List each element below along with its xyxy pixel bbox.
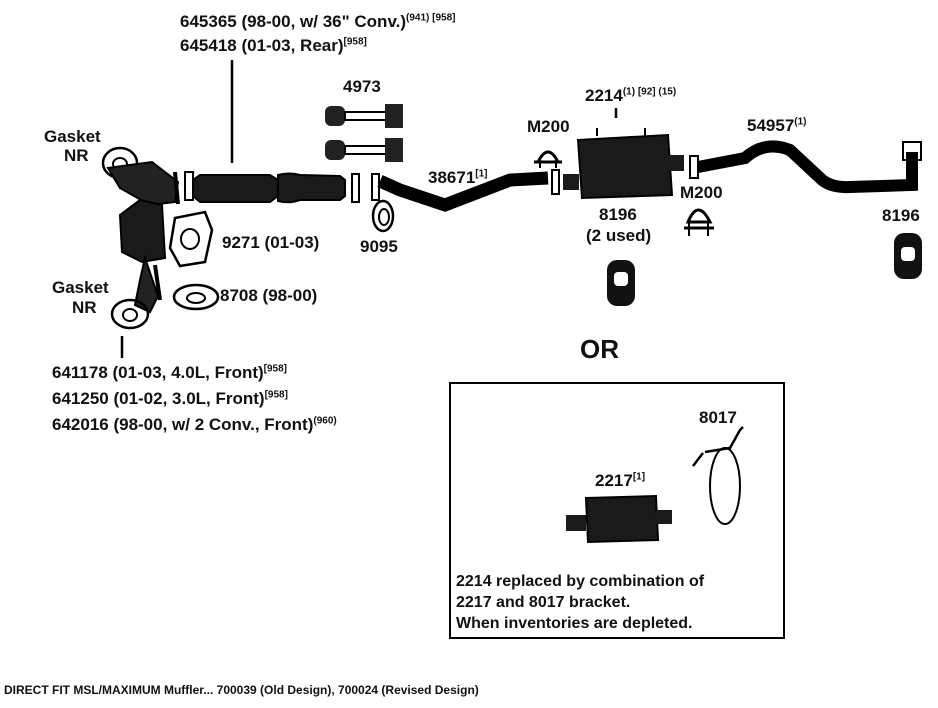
gasket-9095-part bbox=[371, 199, 395, 233]
part-label-m200-left: M200 bbox=[527, 117, 570, 136]
tailpipe-part bbox=[689, 140, 922, 194]
clamp-kit-4973-part bbox=[325, 104, 403, 162]
gasket-9271-part bbox=[168, 210, 214, 268]
part-label-gasket-bottom: Gasket bbox=[52, 278, 109, 297]
part-label-gasket-bottom-nr: NR bbox=[72, 298, 97, 317]
part-label-m200-right: M200 bbox=[680, 183, 723, 202]
clamp-m200-left-part bbox=[534, 150, 562, 168]
replacement-note-line2: 2217 and 8017 bracket. bbox=[456, 594, 631, 611]
muffler-2217-part bbox=[566, 494, 672, 544]
part-label-645418: 645418 (01-03, Rear)[958] bbox=[180, 36, 367, 55]
muffler-2214-part bbox=[563, 108, 684, 200]
part-label-38671: 38671[1] bbox=[428, 168, 488, 187]
part-label-8017: 8017 bbox=[699, 408, 737, 427]
hanger-8196-left-part bbox=[607, 260, 635, 306]
part-label-gasket-top: Gasket bbox=[44, 127, 101, 146]
replacement-note-line3: When inventories are depleted. bbox=[456, 615, 693, 632]
part-label-gasket-top-nr: NR bbox=[64, 146, 89, 165]
clamp-m200-right-part bbox=[684, 208, 714, 236]
bracket-8017-part bbox=[692, 426, 744, 525]
part-label-8708: 8708 (98-00) bbox=[220, 286, 318, 305]
front-converter-part bbox=[106, 160, 180, 314]
gasket-bottom-part bbox=[110, 298, 150, 330]
part-label-8196-left: 8196 bbox=[599, 205, 637, 224]
gasket-8708-part bbox=[172, 283, 220, 311]
part-label-9095: 9095 bbox=[360, 237, 398, 256]
part-label-8196-left-qty: (2 used) bbox=[586, 226, 652, 245]
rear-converter-part bbox=[184, 171, 360, 204]
part-label-645365: 645365 (98-00, w/ 36" Conv.)(941) [958] bbox=[180, 12, 456, 31]
part-label-4973: 4973 bbox=[343, 77, 381, 96]
part-label-8196-right: 8196 bbox=[882, 206, 920, 225]
part-label-54957: 54957(1) bbox=[747, 116, 807, 135]
or-divider-label: OR bbox=[580, 334, 619, 364]
alternate-parts-box bbox=[449, 382, 785, 639]
part-label-642016: 642016 (98-00, w/ 2 Conv., Front)(960) bbox=[52, 415, 337, 434]
part-label-2217: 2217[1] bbox=[595, 471, 646, 490]
replacement-note-line1: 2214 replaced by combination of bbox=[456, 573, 705, 590]
part-label-9271: 9271 (01-03) bbox=[222, 233, 320, 252]
part-label-641250: 641250 (01-02, 3.0L, Front)[958] bbox=[52, 389, 288, 408]
footer-caption: DIRECT FIT MSL/MAXIMUM Muffler... 700039… bbox=[4, 683, 479, 697]
intermediate-pipe-part bbox=[371, 169, 560, 212]
part-label-641178: 641178 (01-03, 4.0L, Front)[958] bbox=[52, 363, 288, 382]
part-label-2214: 2214(1) [92] (15) bbox=[585, 86, 677, 105]
hanger-8196-right-part bbox=[894, 233, 922, 279]
